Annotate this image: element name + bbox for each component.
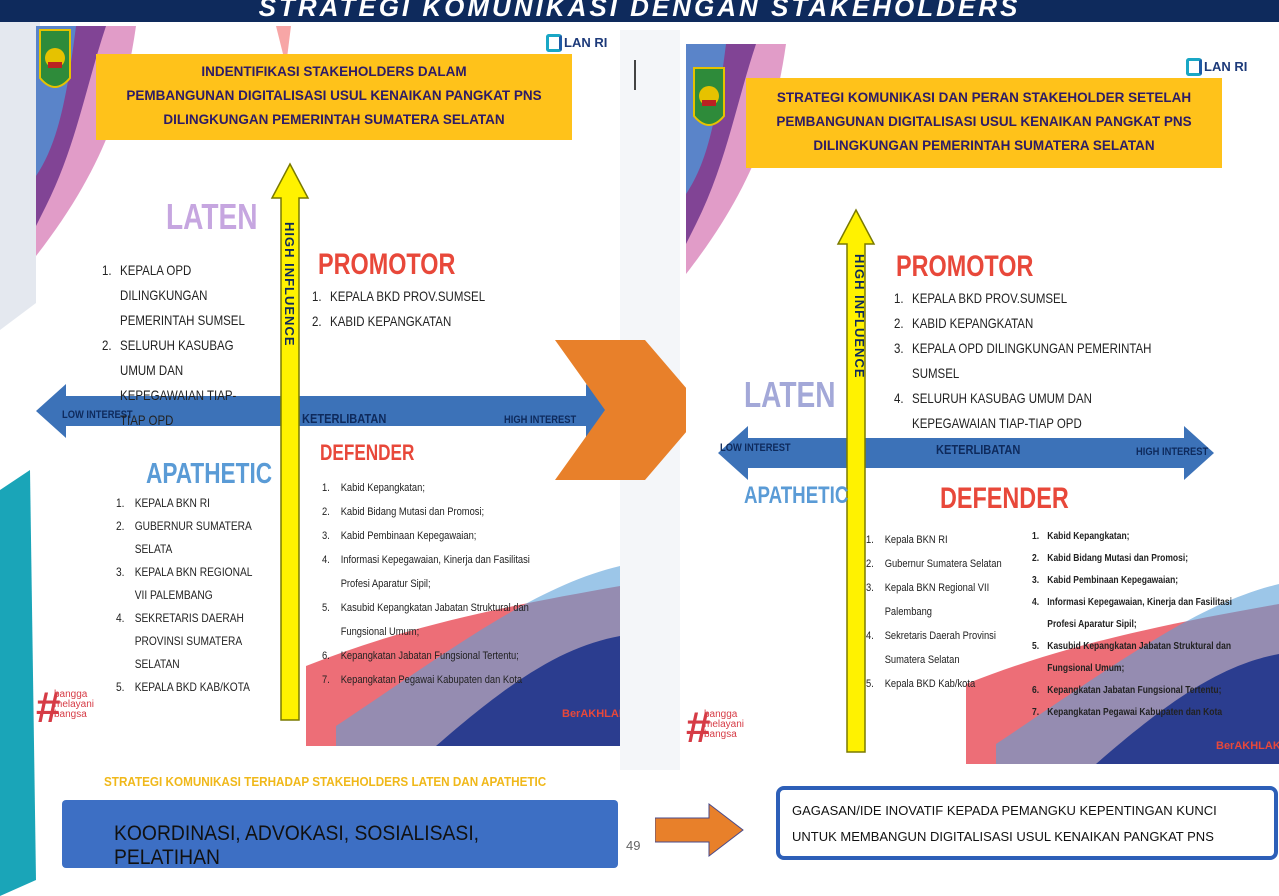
hash-icon: #: [686, 703, 711, 752]
low-interest-label: LOW INTEREST: [720, 442, 791, 454]
transition-arrow: [555, 340, 705, 480]
list-item: 4.SEKRETARIS DAERAH PROVINSI SUMATERA SE…: [116, 611, 244, 671]
right-title-line-3: DILINGKUNGAN PEMERINTAH SUMATERA SELATAN: [813, 138, 1155, 153]
promotor-heading: PROMOTOR: [896, 250, 1034, 283]
berakhlak-logo: BerAKHLAK: [1216, 740, 1279, 752]
sumsel-emblem-icon: [693, 67, 725, 126]
high-influence-label: HIGH INFLUENCE: [852, 254, 867, 379]
interest-axis-arrow: [718, 426, 1214, 480]
promotor-list: 1.KEPALA BKD PROV.SUMSEL 2.KABID KEPANGK…: [312, 284, 552, 334]
gagasan-box: GAGASAN/IDE INOVATIF KEPADA PEMANGKU KEP…: [776, 786, 1278, 860]
list-item: 2.Kabid Bidang Mutasi dan Promosi;: [322, 506, 485, 518]
promotor-list: 1.KEPALA BKD PROV.SUMSEL 2.KABID KEPANGK…: [894, 286, 1224, 436]
left-slide: LAN RI INDENTIFIKASI STAKEHOLDERS DALAM …: [36, 26, 620, 746]
left-title-box: INDENTIFIKASI STAKEHOLDERS DALAM PEMBANG…: [96, 54, 572, 140]
list-item: 2.SELURUH KASUBAG UMUM DAN KEPEGAWAIAN T…: [102, 337, 237, 428]
list-item: 2.KABID KEPANGKATAN: [894, 315, 1034, 331]
list-item: 1.Kabid Kepangkatan;: [1032, 531, 1130, 542]
koordinasi-text: KOORDINASI, ADVOKASI, SOSIALISASI, PELAT…: [114, 822, 480, 869]
low-interest-label: LOW INTEREST: [62, 409, 133, 421]
laten-list: 1.KEPALA OPD DILINGKUNGAN PEMERINTAH SUM…: [102, 258, 292, 433]
list-item: 3.Kabid Pembinaan Kepegawaian;: [322, 530, 477, 542]
list-item: 2.KABID KEPANGKATAN: [312, 313, 452, 329]
list-item: 5.Kasubid Kepangkatan Jabatan Struktural…: [322, 602, 529, 638]
hash-icon: #: [36, 683, 61, 732]
sumsel-emblem-icon: [39, 29, 71, 88]
list-item: 4.Informasi Kepegawaian, Kinerja dan Fas…: [322, 554, 530, 590]
berakhlak-logo: BerAKHLAK: [562, 708, 620, 720]
right-arrow-icon: [655, 802, 744, 858]
divider: [634, 60, 636, 90]
defender-right-list: 1.Kabid Kepangkatan; 2.Kabid Bidang Muta…: [1032, 526, 1272, 724]
list-item: 3.Kabid Pembinaan Kepegawaian;: [1032, 575, 1179, 586]
list-item: 4.Informasi Kepegawaian, Kinerja dan Fas…: [1032, 597, 1233, 630]
interest-axis-arrow: [36, 384, 616, 438]
list-item: 2.Kabid Bidang Mutasi dan Promosi;: [1032, 553, 1189, 564]
defender-list: 1.Kabid Kepangkatan; 2.Kabid Bidang Muta…: [322, 476, 592, 692]
laten-heading: LATEN: [166, 196, 258, 237]
strategy-label: STRATEGI KOMUNIKASI TERHADAP STAKEHOLDER…: [104, 774, 547, 789]
gagasan-line-1: GAGASAN/IDE INOVATIF KEPADA PEMANGKU KEP…: [792, 803, 1217, 818]
lan-ri-logo: LAN RI: [546, 34, 607, 52]
right-title-box: STRATEGI KOMUNIKASI DAN PERAN STAKEHOLDE…: [746, 78, 1222, 168]
list-item: 2.Gubernur Sumatera Selatan: [866, 558, 1002, 570]
keterlibatan-label: KETERLIBATAN: [302, 411, 387, 426]
list-item: 5.Kasubid Kepangkatan Jabatan Struktural…: [1032, 641, 1232, 674]
left-title-line-3: DILINGKUNGAN PEMERINTAH SUMATERA SELATAN: [163, 112, 505, 127]
apathetic-heading: APATHETIC: [744, 482, 849, 509]
list-item: 1.KEPALA BKD PROV.SUMSEL: [894, 290, 1068, 306]
gagasan-line-2: UNTUK MEMBANGUN DIGITALISASI USUL KENAIK…: [792, 829, 1214, 844]
apathetic-heading: APATHETIC: [146, 458, 273, 490]
list-item: 3.KEPALA OPD DILINGKUNGAN PEMERINTAH SUM…: [894, 340, 1152, 381]
list-item: 3.Kepala BKN Regional VII Palembang: [866, 582, 990, 618]
high-influence-label: HIGH INFLUENCE: [282, 222, 297, 347]
promotor-heading: PROMOTOR: [318, 248, 456, 281]
list-item: 1.KEPALA BKD PROV.SUMSEL: [312, 288, 486, 304]
list-item: 2.GUBERNUR SUMATERA SELATA: [116, 519, 252, 556]
koordinasi-box: KOORDINASI, ADVOKASI, SOSIALISASI, PELAT…: [62, 800, 618, 869]
influence-axis-arrow: [270, 162, 310, 721]
laten-heading: LATEN: [744, 374, 836, 415]
high-interest-label: HIGH INTEREST: [504, 414, 577, 426]
influence-axis-arrow: [836, 208, 876, 753]
page-number: 49: [626, 838, 641, 853]
list-item: 4.Sekretaris Daerah Provinsi Sumatera Se…: [866, 630, 996, 666]
list-item: 5.Kepala BKD Kab/kota: [866, 678, 976, 690]
high-interest-label: HIGH INTEREST: [1136, 446, 1209, 458]
right-slide: LAN RI STRATEGI KOMUNIKASI DAN PERAN STA…: [686, 44, 1279, 764]
list-item: 7.Kepangkatan Pegawai Kabupaten dan Kota: [322, 674, 523, 686]
left-title-line-2: PEMBANGUNAN DIGITALISASI USUL KENAIKAN P…: [126, 88, 542, 103]
list-item: 5.KEPALA BKD KAB/KOTA: [116, 680, 250, 694]
list-item: 6.Kepangkatan Jabatan Fungsional Tertent…: [322, 650, 519, 662]
left-title-line-1: INDENTIFIKASI STAKEHOLDERS DALAM: [201, 64, 467, 79]
defender-left-list: 1.Kepala BKN RI 2.Gubernur Sumatera Sela…: [866, 528, 1036, 696]
list-item: 1.KEPALA OPD DILINGKUNGAN PEMERINTAH SUM…: [102, 262, 245, 328]
list-item: 1.KEPALA BKN RI: [116, 496, 210, 510]
list-item: 7.Kepangkatan Pegawai Kabupaten dan Kota: [1032, 707, 1223, 718]
list-item: 1.Kepala BKN RI: [866, 534, 948, 546]
keterlibatan-label: KETERLIBATAN: [936, 442, 1021, 457]
list-item: 3.KEPALA BKN REGIONAL VII PALEMBANG: [116, 565, 253, 602]
list-item: 6.Kepangkatan Jabatan Fungsional Tertent…: [1032, 685, 1222, 696]
list-item: 1.Kabid Kepangkatan;: [322, 482, 425, 494]
apathetic-list: 1.KEPALA BKN RI 2.GUBERNUR SUMATERA SELA…: [116, 492, 286, 699]
defender-heading: DEFENDER: [320, 440, 415, 465]
page-title: STRATEGI KOMUNIKASI DENGAN STAKEHOLDERS: [0, 0, 1279, 22]
list-item: 4.SELURUH KASUBAG UMUM DAN KEPEGAWAIAN T…: [894, 390, 1092, 431]
right-title-line-1: STRATEGI KOMUNIKASI DAN PERAN STAKEHOLDE…: [776, 90, 1192, 105]
right-title-line-2: PEMBANGUNAN DIGITALISASI USUL KENAIKAN P…: [776, 114, 1192, 129]
defender-heading: DEFENDER: [940, 482, 1069, 515]
lan-ri-logo: LAN RI: [1186, 58, 1247, 76]
